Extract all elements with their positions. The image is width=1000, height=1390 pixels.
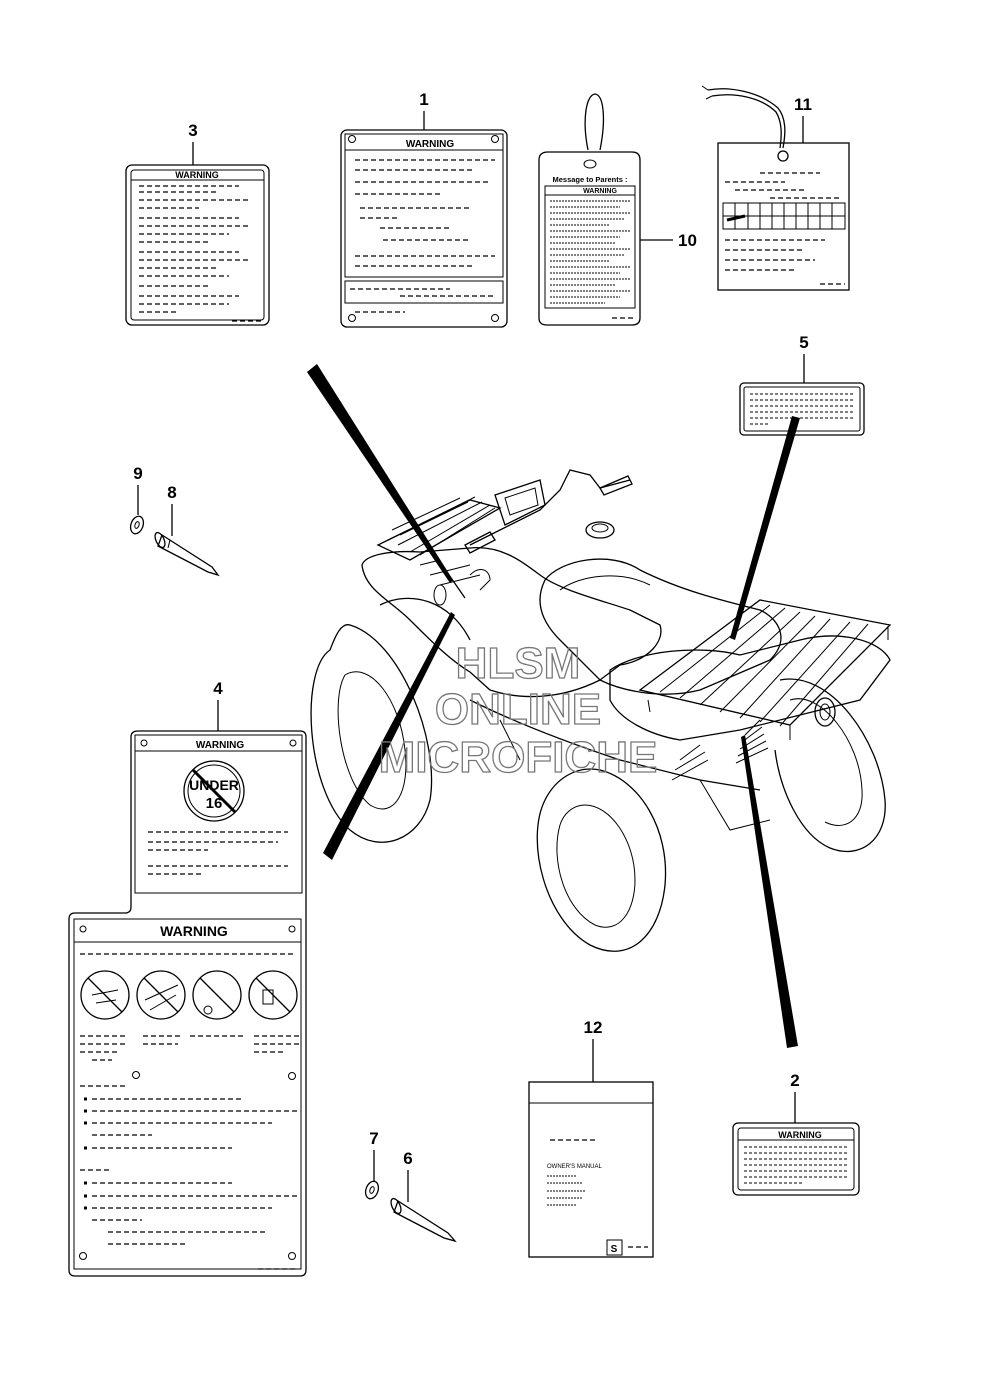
- label-2-heading: WARNING: [778, 1130, 822, 1140]
- part-2-warning-label[interactable]: WARNING: [732, 1122, 860, 1196]
- manual-title: OWNER'S MANUAL: [547, 1164, 602, 1170]
- suzuki-s-logo: S: [611, 1244, 618, 1255]
- leader-line-seat-label: [730, 416, 800, 640]
- label-1-heading: WARNING: [406, 139, 455, 150]
- callout-9: 9: [133, 464, 142, 483]
- part-11-hang-tag[interactable]: [701, 85, 850, 291]
- leader-line-front-bottom: [323, 612, 455, 860]
- watermark-line-1: HLSM: [456, 639, 581, 688]
- callout-3: 3: [188, 121, 197, 140]
- watermark-line-2: ONLINE: [435, 685, 601, 734]
- callout-1: 1: [419, 90, 428, 109]
- tag-10-warning: WARNING: [583, 188, 617, 195]
- part-10-message-to-parents-tag[interactable]: Message to Parents : WARNING: [538, 93, 641, 326]
- callout-11: 11: [794, 95, 812, 114]
- leader-line-rear-label: [741, 735, 798, 1048]
- watermark: HLSM ONLINE MICROFICHE: [378, 638, 658, 782]
- under-text: UNDER: [189, 777, 239, 793]
- part-3-warning-label[interactable]: WARNING: [125, 164, 270, 326]
- part-12-owners-manual[interactable]: OWNER'S MANUAL S: [528, 1081, 654, 1258]
- atv-vehicle-illustration: [310, 469, 892, 952]
- part-5-label[interactable]: [739, 382, 865, 436]
- part-1-warning-label[interactable]: WARNING: [340, 129, 508, 328]
- part-4-large-warning-label[interactable]: WARNING UNDER 16 WARNING: [68, 730, 307, 1277]
- callout-6: 6: [403, 1149, 412, 1168]
- part-8-rivet[interactable]: [153, 531, 220, 577]
- callout-7: 7: [369, 1129, 378, 1148]
- watermark-line-3: MICROFICHE: [379, 733, 658, 782]
- callout-2: 2: [790, 1071, 799, 1090]
- label-4-bottom-heading: WARNING: [160, 923, 228, 939]
- tag-10-heading: Message to Parents :: [552, 175, 627, 184]
- callout-8: 8: [167, 483, 176, 502]
- part-7-washer[interactable]: [363, 1179, 380, 1200]
- under-16-icon: UNDER 16: [183, 760, 245, 822]
- age-text: 16: [206, 795, 223, 812]
- prohibition-icons: [80, 970, 298, 1020]
- callout-10: 10: [678, 231, 697, 250]
- part-9-washer[interactable]: [128, 514, 145, 535]
- callout-4: 4: [213, 679, 223, 698]
- callout-12: 12: [584, 1018, 603, 1037]
- label-3-heading: WARNING: [175, 170, 219, 180]
- callout-5: 5: [799, 333, 808, 352]
- part-6-rivet[interactable]: [389, 1197, 457, 1243]
- label-4-top-heading: WARNING: [196, 740, 245, 751]
- leader-line-front-label: [307, 364, 466, 599]
